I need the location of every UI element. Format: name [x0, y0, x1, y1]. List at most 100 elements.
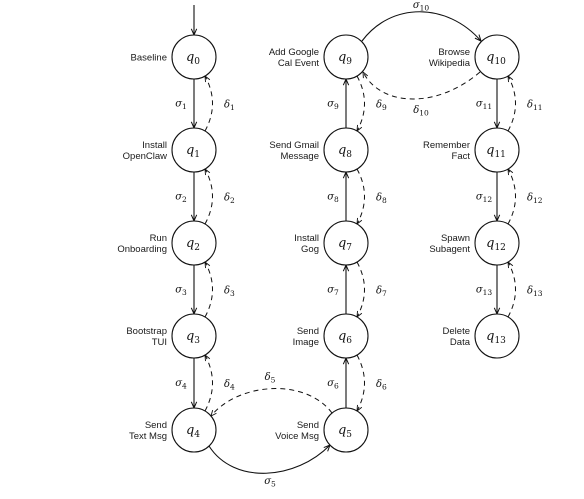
backward-edge-q5-q4: δ5 — [211, 372, 333, 416]
backward-edge-line — [205, 262, 213, 318]
backward-edge-q2-q1: δ2 — [205, 169, 235, 225]
backward-edge-line — [205, 169, 213, 225]
state-label-line: Data — [450, 337, 471, 348]
state-circle — [171, 220, 217, 266]
state-label-line: Gog — [301, 244, 319, 255]
backward-edge-q6-q5: δ6 — [357, 354, 387, 411]
state-label-line: Fact — [452, 151, 471, 162]
backward-edge-q11-q10: δ11 — [508, 76, 543, 132]
backward-edge-line — [357, 75, 365, 131]
forward-edge-q12-q13: σ13 — [476, 265, 497, 314]
backward-edge-q7-q6: δ7 — [357, 261, 387, 317]
backward-edge-q4-q3: δ4 — [205, 355, 235, 412]
forward-edge-label: σ9 — [327, 99, 339, 112]
state-label-line: Baseline — [131, 53, 167, 64]
state-symbol: q11 — [486, 143, 506, 160]
state-label-line: OpenClaw — [123, 151, 167, 162]
backward-edge-label: δ13 — [527, 286, 543, 299]
forward-edge-q10-q11: σ11 — [476, 79, 497, 128]
backward-edge-label: δ11 — [527, 100, 543, 113]
state-circle — [474, 127, 520, 173]
backward-edge-q10-q9: δ10 — [363, 72, 481, 118]
backward-edge-line — [508, 169, 516, 225]
backward-edge-line — [357, 168, 365, 224]
state-symbol: q0 — [186, 50, 200, 67]
forward-edge-label: σ3 — [175, 285, 187, 298]
backward-edge-label: δ7 — [376, 286, 387, 299]
state-circle — [171, 313, 217, 359]
state-label-line: Send — [297, 326, 319, 337]
state-label-line: Image — [293, 337, 319, 348]
state-label-line: Voice Msg — [275, 431, 319, 442]
state-label-line: Wikipedia — [429, 58, 471, 69]
state-label-line: Message — [280, 151, 319, 162]
backward-edge-label: δ6 — [376, 379, 387, 392]
state-label-line: Bootstrap — [126, 326, 167, 337]
state-label-line: Add Google — [269, 47, 319, 58]
backward-edge-label: δ12 — [527, 193, 543, 206]
backward-edge-q13-q12: δ13 — [508, 262, 543, 318]
forward-edge-label: σ6 — [327, 378, 339, 391]
state-circle — [171, 407, 217, 453]
state-symbol: q3 — [186, 329, 200, 346]
forward-edge-label: σ2 — [175, 192, 187, 205]
state-q0: q0 Baseline — [131, 34, 217, 80]
state-label-line: Browse — [438, 47, 470, 58]
forward-edge-q4-q5: σ5 — [208, 445, 330, 489]
backward-edge-line — [508, 76, 516, 132]
forward-edge-label: σ13 — [476, 285, 493, 298]
edges-layer: σ1σ2σ3σ4σ5σ6σ7σ8σ9σ10σ11σ12σ13δ1δ2δ3δ4δ5… — [175, 0, 543, 489]
backward-edge-label: δ9 — [376, 100, 387, 113]
forward-edge-label: σ7 — [327, 285, 339, 298]
backward-edge-label: δ4 — [224, 379, 235, 392]
state-circle — [323, 127, 369, 173]
state-label-line: Subagent — [429, 244, 470, 255]
forward-edge-q11-q12: σ12 — [476, 172, 497, 221]
state-circle — [171, 127, 217, 173]
state-label-line: Spawn — [441, 233, 470, 244]
state-label-line: TUI — [152, 337, 167, 348]
state-circle — [323, 34, 369, 80]
state-circle — [474, 220, 520, 266]
backward-edge-label: δ8 — [376, 193, 387, 206]
backward-edge-q9-q8: δ9 — [357, 75, 387, 131]
backward-edge-line — [357, 261, 365, 317]
forward-edge-label: σ1 — [175, 99, 187, 112]
state-label-line: Send — [297, 420, 319, 431]
state-symbol: q12 — [486, 236, 506, 253]
forward-edge-q9-q10: σ10 — [361, 0, 481, 41]
forward-edge-q5-q6: σ6 — [327, 358, 346, 408]
forward-edge-label: σ10 — [413, 0, 430, 13]
backward-edge-q8-q7: δ8 — [357, 168, 387, 224]
state-circle — [474, 34, 520, 80]
state-label-line: Send — [145, 420, 167, 431]
state-symbol: q2 — [186, 236, 200, 253]
backward-edge-line — [357, 354, 365, 411]
state-symbol: q10 — [486, 50, 506, 67]
state-symbol: q9 — [338, 50, 352, 67]
state-symbol: q1 — [186, 143, 200, 160]
backward-edge-label: δ3 — [224, 286, 235, 299]
backward-edge-q12-q11: δ12 — [508, 169, 543, 225]
state-symbol: q7 — [338, 236, 352, 253]
state-label-line: Cal Event — [278, 58, 320, 69]
state-symbol: q8 — [338, 143, 352, 160]
state-label-line: Install — [142, 140, 167, 151]
state-circle — [474, 313, 520, 359]
forward-edge-q1-q2: σ2 — [175, 172, 194, 221]
state-label-line: Onboarding — [117, 244, 167, 255]
forward-edge-q8-q9: σ9 — [327, 79, 346, 128]
forward-edge-q0-q1: σ1 — [175, 79, 194, 128]
forward-edge-q6-q7: σ7 — [327, 265, 346, 314]
